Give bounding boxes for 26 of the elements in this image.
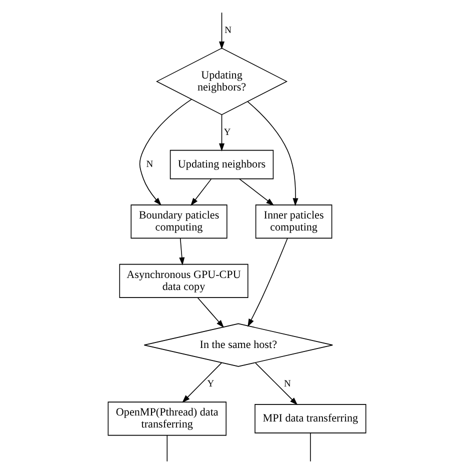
- connector: [310, 432, 311, 462]
- edge-label: N: [146, 160, 154, 170]
- node-box: Asynchronous GPU-CPU data copy: [119, 264, 248, 298]
- arrow: [190, 178, 212, 206]
- arrow: [197, 297, 224, 328]
- node-box: OpenMP(Pthread) data transferring: [108, 402, 227, 436]
- node-diamond: In the same host?: [144, 323, 333, 367]
- node-diamond: Updating neighbors?: [156, 48, 288, 116]
- edge-label: N: [224, 26, 232, 36]
- edge-label: Y: [207, 380, 214, 390]
- arrow: [182, 362, 222, 403]
- arrow: [248, 238, 288, 327]
- connector: [166, 434, 168, 462]
- node-box: Inner paticles computing: [255, 204, 332, 239]
- arrow: [247, 101, 298, 206]
- arrow: [139, 98, 192, 206]
- arrow: [218, 114, 225, 152]
- arrow: [179, 238, 185, 266]
- arrow: [218, 12, 225, 50]
- edge-label: Y: [224, 128, 231, 138]
- node-box: MPI data transferring: [254, 404, 366, 434]
- node-box: Updating neighbors: [170, 150, 274, 180]
- arrow: [255, 362, 298, 406]
- edge-label: N: [284, 380, 291, 390]
- node-box: Boundary paticles computing: [130, 204, 228, 239]
- arrow: [239, 178, 274, 206]
